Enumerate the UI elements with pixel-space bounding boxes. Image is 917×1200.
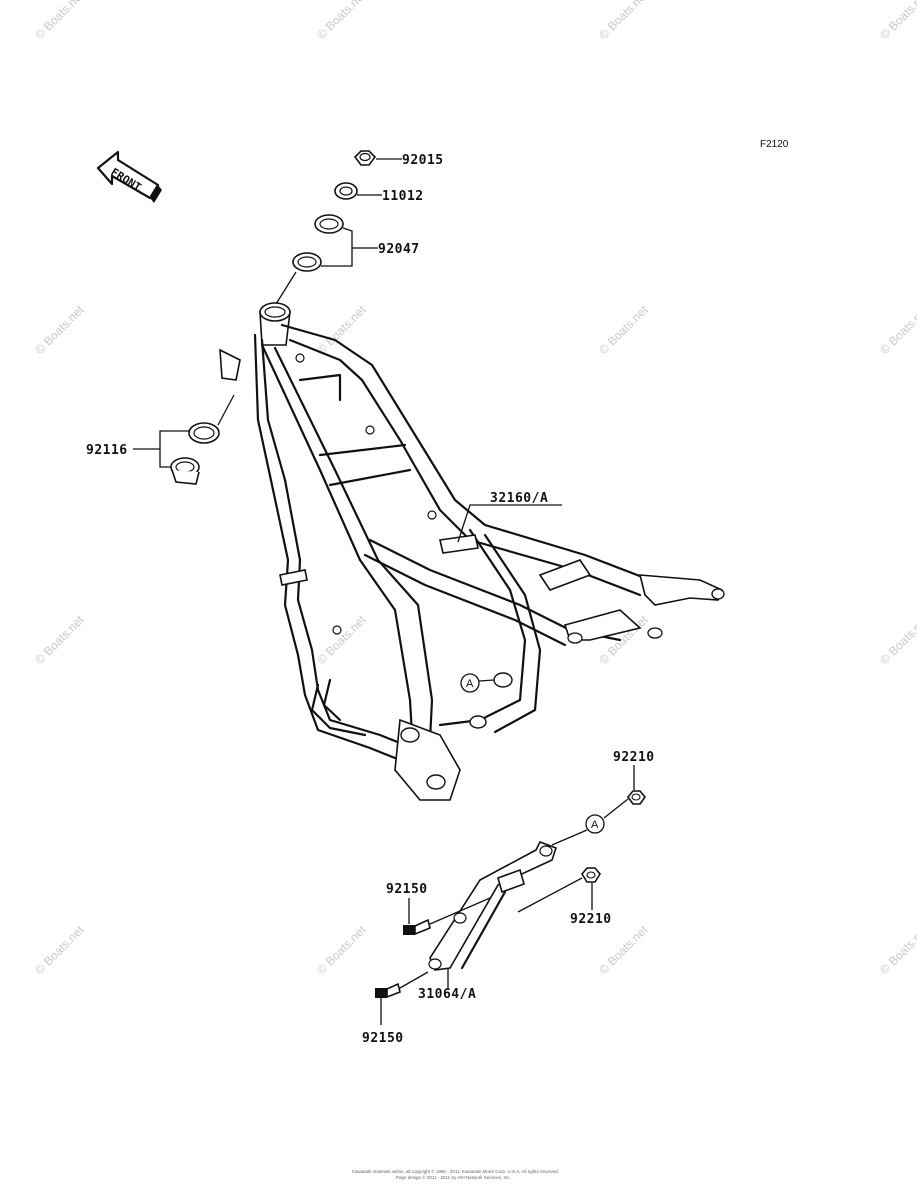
part-label-92210-bottom: 92210: [570, 912, 612, 927]
watermark: © Boats.net: [32, 922, 87, 977]
watermark: © Boats.net: [32, 302, 87, 357]
watermark: © Boats.net: [877, 612, 917, 667]
footer-copyright: Kawasaki materials within, all copyright…: [352, 1168, 559, 1174]
watermark: © Boats.net: [314, 922, 369, 977]
figure-code: F2120: [760, 139, 789, 150]
nut-92210-bottom-icon: [581, 867, 601, 883]
watermark: © Boats.net: [596, 302, 651, 357]
svg-text:A: A: [591, 819, 599, 831]
watermark: © Boats.net: [877, 922, 917, 977]
svg-text:A: A: [466, 678, 474, 690]
bearing-race-92047-icon: [292, 214, 344, 272]
watermark: © Boats.net: [32, 0, 87, 42]
nut-92015-icon: [353, 150, 377, 166]
part-label-92210-top: 92210: [613, 750, 655, 765]
bolt-92150-bottom-icon: [375, 982, 401, 999]
nut-92210-top-icon: [626, 790, 647, 805]
watermark: © Boats.net: [314, 612, 369, 667]
reference-mark-a: A: [585, 814, 605, 834]
reference-mark-a: A: [460, 673, 480, 693]
watermark: © Boats.net: [32, 612, 87, 667]
bracket-31064-icon: [428, 840, 558, 971]
footer-design-credit: Page design © 2011 - 2011 by ARI Network…: [396, 1174, 511, 1180]
part-label-92015: 92015: [402, 153, 444, 168]
part-label-31064: 31064/A: [418, 987, 476, 1002]
part-label-92116: 92116: [86, 443, 128, 458]
watermark: © Boats.net: [877, 302, 917, 357]
part-label-92150-bottom: 92150: [362, 1031, 404, 1046]
washer-11012-icon: [334, 182, 358, 200]
watermark: © Boats.net: [596, 922, 651, 977]
frame-32160-icon: [219, 302, 725, 801]
watermark: © Boats.net: [314, 302, 369, 357]
part-label-92047: 92047: [378, 242, 420, 257]
bolt-92150-top-icon: [403, 918, 431, 936]
front-arrow-icon: FRONT: [96, 150, 162, 203]
watermark: © Boats.net: [596, 0, 651, 42]
part-label-92150-top: 92150: [386, 882, 428, 897]
watermark: © Boats.net: [877, 0, 917, 42]
part-label-32160: 32160/A: [490, 491, 548, 506]
watermark: © Boats.net: [314, 0, 369, 42]
bearing-92116-icon: [170, 422, 220, 485]
part-label-11012: 11012: [382, 189, 424, 204]
